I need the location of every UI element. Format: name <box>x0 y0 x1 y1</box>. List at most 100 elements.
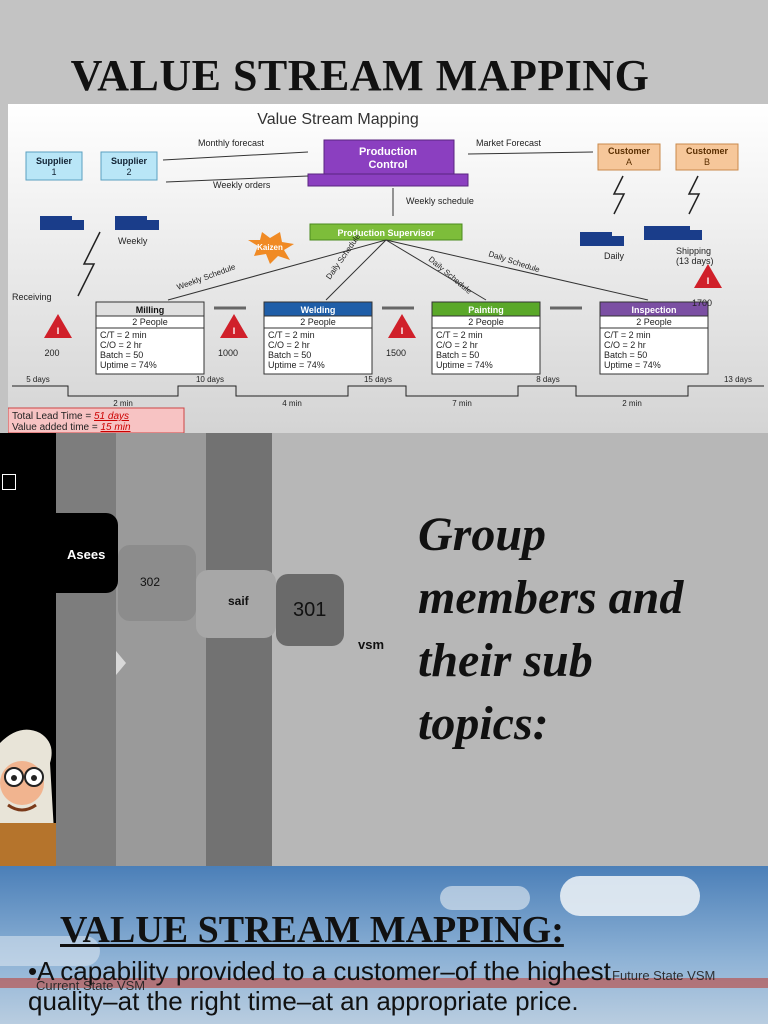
subtopic-301-label: 301 <box>293 599 327 621</box>
inventory-triangles: I 200 I 1000 I 1500 I 1700 <box>44 264 722 358</box>
process-metric: Batch = 50 <box>100 350 143 360</box>
chevron-right-icon <box>116 651 126 675</box>
slide-vsm-definition: Current State VSM Future State VSM VALUE… <box>0 866 768 1024</box>
timeline-mins-label: 7 min <box>452 399 472 408</box>
process-metric: Uptime = 74% <box>436 360 493 370</box>
svg-text:2: 2 <box>126 167 131 177</box>
inventory-value: 1500 <box>386 348 406 358</box>
process-metric: Batch = 50 <box>604 350 647 360</box>
process-name: Welding <box>301 305 336 315</box>
timeline-days-label: 10 days <box>196 375 224 384</box>
lead-time-text: Total Lead Time = 51 days <box>12 411 129 422</box>
daily-label: Daily <box>604 251 625 261</box>
subtopic-302-label: 302 <box>140 575 161 589</box>
svg-text:Customer: Customer <box>686 146 729 156</box>
process-name: Milling <box>136 305 165 315</box>
info-arrow-line <box>162 151 309 161</box>
definition-bullet-line2: quality–at the right time–at an appropri… <box>28 986 579 1016</box>
customer-a-icon: Customer A <box>597 143 661 171</box>
production-control-line1: Production <box>359 146 417 158</box>
ghost-current-state-label: Current State VSM <box>36 978 146 993</box>
inventory-value: 1000 <box>218 348 238 358</box>
svg-text:Customer: Customer <box>608 146 651 156</box>
timeline <box>12 385 764 397</box>
process-metric: C/T = 2 min <box>604 330 651 340</box>
svg-text:I: I <box>707 276 710 286</box>
kaizen-label: Kaizen <box>257 243 283 252</box>
shipping-days-label: (13 days) <box>676 256 714 266</box>
process-metric: Uptime = 74% <box>604 360 661 370</box>
truck-icon <box>40 216 702 246</box>
member-saif-box: saif <box>196 570 276 638</box>
process-metric: C/T = 2 min <box>268 330 315 340</box>
subtopic-302-box: 302 <box>118 545 196 621</box>
member-asees-box: Asees <box>56 513 118 593</box>
inventory-triangle-icon <box>694 264 722 288</box>
process-people: 2 People <box>468 317 504 327</box>
monthly-forecast-label: Monthly forecast <box>198 138 265 148</box>
svg-text:Supplier: Supplier <box>36 156 73 166</box>
process-metric: Uptime = 74% <box>268 360 325 370</box>
square-outline-icon <box>2 474 16 490</box>
slide-title: VALUE STREAM MAPPING <box>70 51 650 100</box>
timeline-days-label: 5 days <box>26 375 50 384</box>
lightning-icon <box>612 175 626 215</box>
professor-cartoon-icon <box>0 729 56 866</box>
slide-value-stream-mapping: VALUE STREAM MAPPING Value Stream Mappin… <box>0 0 768 433</box>
receiving-label: Receiving <box>12 292 52 302</box>
process-people: 2 People <box>300 317 336 327</box>
weekly-orders-label: Weekly orders <box>213 180 271 190</box>
timeline-mins-label: 4 min <box>282 399 302 408</box>
value-added-text: Value added time = 15 min <box>12 422 131 433</box>
shipping-label: Shipping <box>676 246 711 256</box>
process-metric: Uptime = 74% <box>100 360 157 370</box>
svg-text:I: I <box>57 326 60 336</box>
process-metric: C/T = 2 min <box>100 330 147 340</box>
process-metric: C/O = 2 hr <box>436 340 478 350</box>
inventory-value: 1700 <box>692 298 712 308</box>
market-forecast-label: Market Forecast <box>476 138 542 148</box>
production-control-line2: Control <box>368 159 407 171</box>
process-metric: C/O = 2 hr <box>100 340 142 350</box>
supplier-1-icon: Supplier 1 <box>25 151 83 181</box>
process-name: Inspection <box>631 305 676 315</box>
process-people: 2 People <box>636 317 672 327</box>
timeline-mins-label: 2 min <box>113 399 133 408</box>
inventory-value: 200 <box>44 348 59 358</box>
timeline-mins-label: 2 min <box>622 399 642 408</box>
kaizen-burst-icon <box>248 232 294 264</box>
process-metric: Batch = 50 <box>436 350 479 360</box>
group-members-title: Group members and their sub topics: <box>418 508 684 750</box>
process-metric: Batch = 50 <box>268 350 311 360</box>
process-metric: C/T = 2 min <box>436 330 483 340</box>
inventory-triangle-icon <box>220 314 248 338</box>
process-name: Painting <box>468 305 504 315</box>
customer-b-icon: Customer B <box>675 143 739 171</box>
svg-text:I: I <box>401 326 404 336</box>
svg-text:Supplier: Supplier <box>111 156 148 166</box>
timeline-days-label: 13 days <box>724 375 752 384</box>
process-metric: C/O = 2 hr <box>604 340 646 350</box>
subtopic-301-box: 301 <box>276 574 344 646</box>
svg-text:1: 1 <box>51 167 56 177</box>
svg-text:I: I <box>233 326 236 336</box>
lightning-icon <box>77 231 101 297</box>
lead-time-box <box>8 407 185 433</box>
timeline-days-label: 15 days <box>364 375 392 384</box>
slide-group-members: Asees 302 saif 301 vsm Group members and… <box>0 433 768 866</box>
lightning-icon <box>687 175 701 215</box>
supplier-2-icon: Supplier 2 <box>100 151 158 181</box>
inventory-triangle-icon <box>44 314 72 338</box>
definition-bullet-line1: •A capability provided to a customer–of … <box>28 956 611 986</box>
member-saif-label: saif <box>228 594 249 608</box>
weekly-schedule-label: Weekly schedule <box>406 196 474 206</box>
process-metric: C/O = 2 hr <box>268 340 310 350</box>
inventory-triangle-icon <box>388 314 416 338</box>
vsm-diagram: Value Stream Mapping Supplier 1 Supplier… <box>8 104 768 433</box>
timeline-days-label: 8 days <box>536 375 560 384</box>
svg-text:A: A <box>626 157 632 167</box>
vsm-label: vsm <box>358 637 385 652</box>
svg-text:B: B <box>704 157 710 167</box>
member-asees-label: Asees <box>67 547 106 562</box>
